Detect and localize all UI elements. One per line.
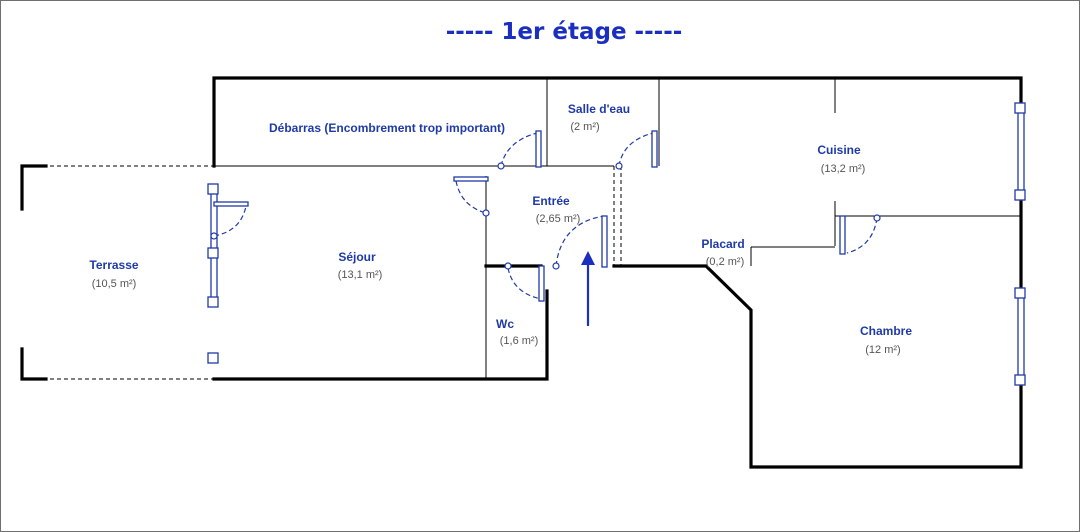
room-entree-area: (2,65 m²)	[536, 213, 581, 225]
room-salle-eau: Salle d'eau (2 m²)	[568, 102, 630, 133]
door-terrasse	[210, 201, 249, 240]
room-chambre: Chambre (12 m²)	[860, 324, 912, 356]
room-debarras: Débarras (Encombrement trop important)	[269, 121, 505, 135]
room-sejour: Séjour (13,1 m²)	[338, 250, 383, 281]
room-cuisine-name: Cuisine	[817, 143, 861, 157]
room-debarras-name: Débarras (Encombrement trop important)	[269, 121, 505, 135]
door-chambre	[839, 214, 881, 255]
window-sejour-west	[207, 183, 219, 364]
door-salle-eau	[615, 130, 658, 170]
room-entree-name: Entrée	[532, 194, 570, 208]
window-cuisine-east	[1014, 102, 1026, 201]
room-salle-eau-area: (2 m²)	[570, 121, 599, 133]
window-chambre-east	[1014, 287, 1026, 386]
door-debarras	[497, 130, 542, 170]
room-cuisine-area: (13,2 m²)	[821, 163, 866, 175]
room-cuisine: Cuisine (13,2 m²)	[817, 143, 865, 175]
room-terrasse-name: Terrasse	[89, 258, 138, 272]
room-chambre-area: (12 m²)	[865, 344, 900, 356]
exterior-walls	[20, 76, 1023, 469]
door-entrance	[552, 215, 608, 270]
room-salle-eau-name: Salle d'eau	[568, 102, 630, 116]
room-placard-name: Placard	[701, 237, 744, 251]
room-chambre-name: Chambre	[860, 324, 912, 338]
room-entree: Entrée (2,65 m²)	[532, 194, 580, 225]
room-terrasse: Terrasse (10,5 m²)	[89, 258, 138, 290]
room-placard-area: (0,2 m²)	[706, 256, 745, 268]
room-wc-area: (1,6 m²)	[500, 335, 539, 347]
room-terrasse-area: (10,5 m²)	[92, 278, 137, 290]
room-wc: Wc (1,6 m²)	[496, 317, 538, 347]
room-sejour-area: (13,1 m²)	[338, 269, 383, 281]
room-sejour-name: Séjour	[338, 250, 376, 264]
room-wc-name: Wc	[496, 317, 514, 331]
room-placard: Placard (0,2 m²)	[701, 237, 744, 268]
door-sejour	[453, 176, 490, 217]
plan-title: ----- 1er étage -----	[446, 19, 683, 45]
door-wc	[504, 262, 545, 302]
dashed-lines	[22, 165, 622, 380]
up-arrow-icon	[581, 251, 595, 326]
